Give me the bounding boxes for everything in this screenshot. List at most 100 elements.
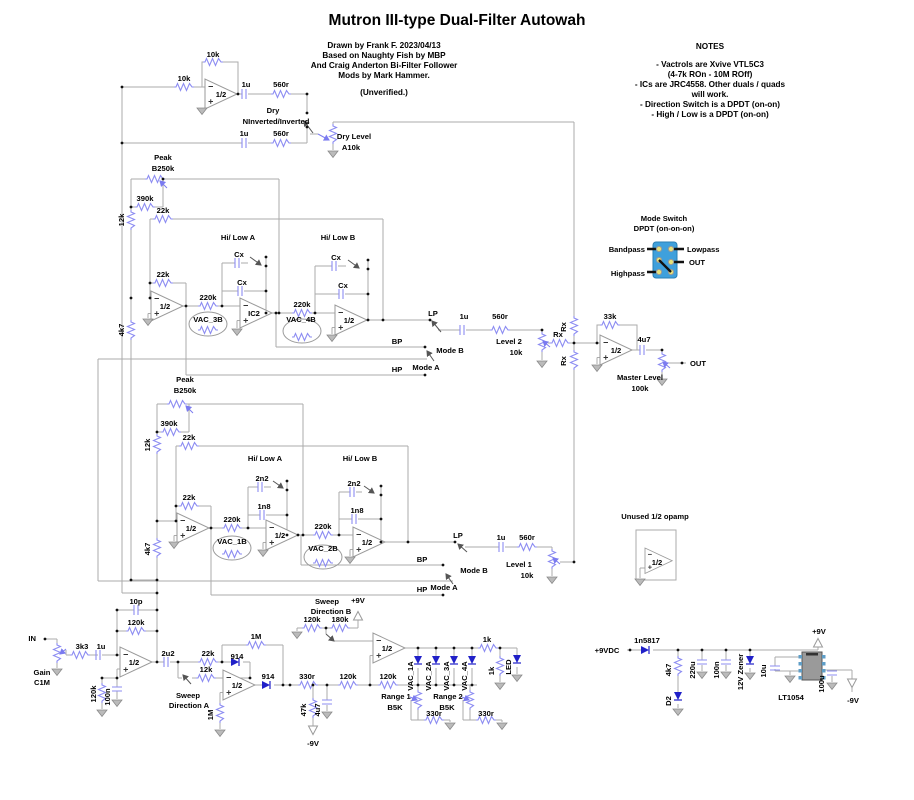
resistor	[195, 673, 217, 683]
label-3k3: 3k3	[76, 642, 89, 651]
label-mode-b: Mode B	[436, 346, 464, 355]
resistor	[270, 138, 292, 148]
label-560r: 560r	[492, 312, 508, 321]
label-2u2: 2u2	[161, 649, 174, 658]
label-220k: 220k	[224, 515, 242, 524]
resistor	[152, 214, 174, 224]
plus9v-arrow	[813, 638, 823, 648]
label-1-2: 1/2	[382, 644, 393, 653]
range2-wiper	[461, 694, 470, 702]
potentiometer-peak-lower	[166, 399, 188, 409]
mode-a-upper-switch	[426, 350, 435, 362]
label-4k7: 4k7	[143, 543, 152, 556]
label-220k: 220k	[200, 293, 218, 302]
label-vac-3a: VAC_3A	[442, 661, 451, 691]
label-d2: D2	[664, 696, 673, 706]
label-b5k: B5K	[439, 703, 455, 712]
label-22k: 22k	[157, 270, 170, 279]
label-1k: 1k	[483, 635, 492, 644]
label--9vdc: +9VDC	[595, 646, 620, 655]
mode-switch	[647, 241, 684, 279]
resistor	[125, 626, 147, 636]
label-vac-3b: VAC_3B	[193, 315, 223, 324]
label-560r: 560r	[519, 533, 535, 542]
resistor	[673, 655, 683, 677]
label-100u: 100u	[817, 675, 826, 693]
resistor	[152, 433, 162, 455]
plus9v-arrow	[353, 611, 363, 621]
label-4u7: 4u7	[637, 335, 650, 344]
resistor	[69, 650, 91, 660]
resistor	[126, 319, 136, 341]
vactrol-vac3b	[188, 311, 228, 337]
label-10p: 10p	[129, 597, 142, 606]
notes-line: - Vactrols are Xvive VTL5C3	[656, 60, 764, 69]
label-390k: 390k	[161, 419, 179, 428]
peak-upper-wiper	[159, 180, 168, 189]
resistor	[152, 537, 162, 559]
notes-heading: NOTES	[695, 42, 725, 51]
label-1-2: 1/2	[129, 658, 140, 667]
label-gain: Gain	[34, 668, 51, 677]
label-1-2: 1/2	[652, 558, 663, 567]
label-1-2: 1/2	[275, 531, 286, 540]
wires	[45, 61, 853, 729]
diode-vac2a	[431, 655, 441, 665]
capacitor	[720, 659, 732, 665]
label-peak: Peak	[154, 153, 173, 162]
label-4u7: 4u7	[313, 703, 322, 716]
label-mode-a: Mode A	[412, 363, 440, 372]
label-level-1: Level 1	[506, 560, 533, 569]
potentiometer-master-level	[657, 351, 667, 373]
label-b250k: B250k	[152, 164, 175, 173]
label-220k: 220k	[315, 522, 333, 531]
label-lt1054: LT1054	[778, 693, 804, 702]
potentiometer-range1	[413, 689, 423, 711]
label-cx: Cx	[237, 278, 247, 287]
capacitor	[133, 604, 139, 616]
label-led: LED	[504, 659, 513, 675]
peak-lower-wiper	[185, 405, 194, 414]
label-rx: Rx	[559, 321, 568, 331]
label-1-2: 1/2	[160, 302, 171, 311]
label-560r: 560r	[273, 129, 289, 138]
capacitor	[257, 481, 263, 493]
label-mode-a: Mode A	[430, 583, 458, 592]
label-out: OUT	[689, 258, 705, 267]
label-1m: 1M	[206, 710, 215, 721]
label-100k: 100k	[632, 384, 650, 393]
label-10k: 10k	[178, 74, 191, 83]
label-ninverted-inverted: NInverted/Inverted	[243, 117, 310, 126]
resistor	[495, 655, 505, 677]
label-hi-low-a: Hi/ Low A	[248, 454, 283, 463]
label-ic2: IC2	[248, 309, 260, 318]
label-2n2: 2n2	[255, 474, 268, 483]
vactrol-vac1b	[212, 535, 252, 561]
page-title: Mutron III-type Dual-Filter Autowah	[328, 12, 586, 29]
label-120k: 120k	[304, 615, 322, 624]
label-1u: 1u	[97, 642, 106, 651]
label-1u: 1u	[242, 80, 251, 89]
master-wiper	[662, 361, 671, 369]
capacitor	[111, 686, 123, 692]
junction-dots	[43, 85, 752, 687]
diode-vac4a	[467, 655, 477, 665]
resistor	[197, 301, 219, 311]
resistor	[178, 441, 200, 451]
level2-wiper	[542, 340, 551, 348]
diode-zener	[745, 655, 755, 665]
switch-arrows	[59, 120, 671, 702]
label-range-2: Range 2	[433, 692, 463, 701]
label-100n: 100n	[712, 661, 721, 679]
resistor	[569, 349, 579, 371]
resistor	[134, 202, 156, 212]
opamps	[119, 78, 677, 701]
label-lp: LP	[453, 531, 463, 540]
label-12k: 12k	[200, 665, 213, 674]
label-rx: Rx	[559, 355, 568, 365]
label--9v: -9V	[307, 739, 320, 748]
label-120k: 120k	[340, 672, 358, 681]
hilow-b-lower-switch	[363, 485, 375, 494]
capacitor	[331, 260, 337, 272]
